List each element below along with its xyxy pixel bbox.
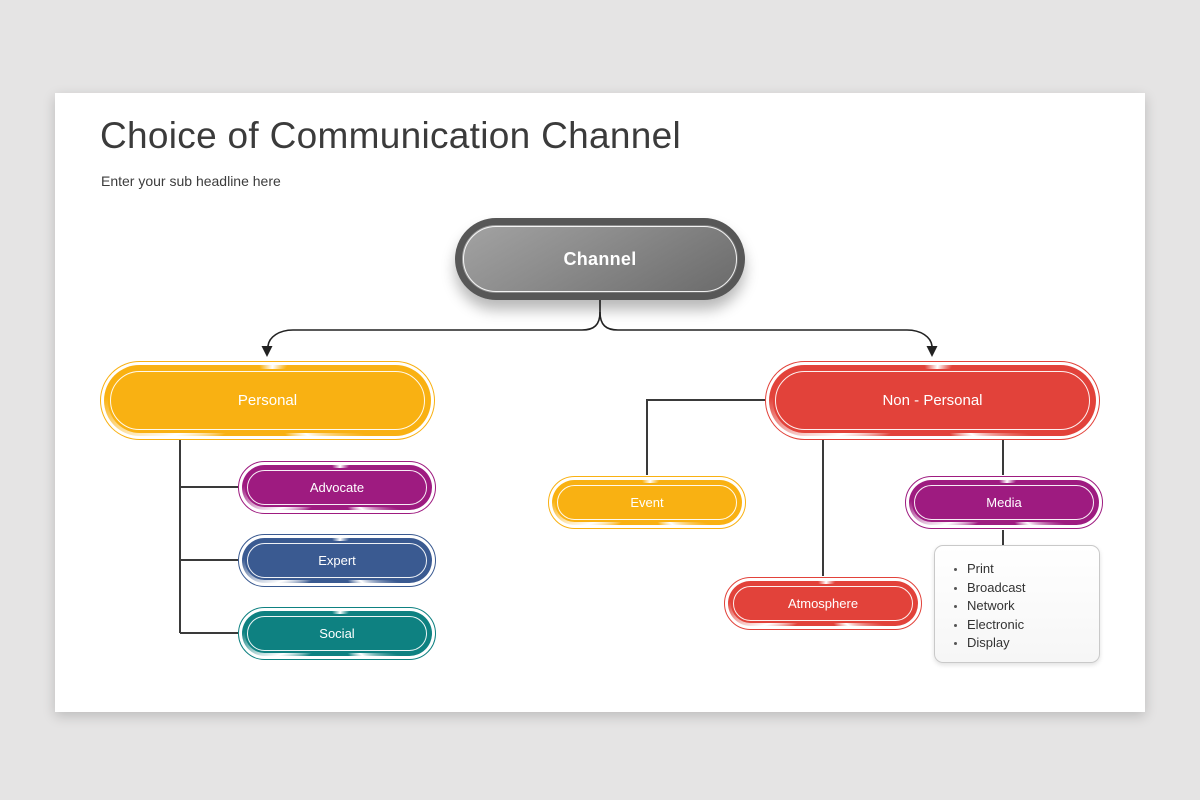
node-social-label: Social — [319, 626, 355, 641]
node-social: Social — [238, 607, 436, 660]
slide-subtitle: Enter your sub headline here — [101, 173, 281, 189]
arrow-to-non-personal — [926, 346, 938, 357]
node-advocate: Advocate — [238, 461, 436, 514]
node-personal-ring: Personal — [104, 365, 431, 436]
node-atmosphere: Atmosphere — [724, 577, 922, 630]
node-event-ring: Event — [551, 479, 743, 526]
slide-title: Choice of Communication Channel — [100, 115, 682, 156]
media-types-list: Print Broadcast Network Electronic Displ… — [934, 545, 1100, 663]
node-expert: Expert — [238, 534, 436, 587]
node-event-label: Event — [630, 495, 664, 510]
node-social-ring: Social — [241, 610, 433, 657]
slide-canvas: Choice of Communication Channel Enter yo… — [55, 93, 1145, 712]
node-event: Event — [548, 476, 746, 529]
list-item: Electronic — [967, 617, 1093, 632]
node-media: Media — [905, 476, 1103, 529]
node-expert-ring: Expert — [241, 537, 433, 584]
node-atmosphere-ring: Atmosphere — [727, 580, 919, 627]
list-item: Broadcast — [967, 580, 1093, 595]
list-item: Display — [967, 635, 1093, 650]
node-media-label: Media — [986, 495, 1022, 510]
arrow-to-personal — [261, 346, 273, 357]
node-personal: Personal — [100, 361, 435, 440]
node-atmosphere-label: Atmosphere — [787, 596, 859, 611]
media-types-items: Print Broadcast Network Electronic Displ… — [947, 561, 1093, 650]
connector-channel-split — [266, 298, 934, 349]
node-channel-label: Channel — [563, 248, 637, 269]
node-expert-label: Expert — [318, 553, 356, 568]
node-non-personal-label: Non - Personal — [882, 392, 983, 409]
node-media-ring: Media — [908, 479, 1100, 526]
connector-non-personal-children — [646, 399, 1004, 576]
node-personal-label: Personal — [237, 392, 298, 409]
node-non-personal: Non - Personal — [765, 361, 1100, 440]
list-item: Print — [967, 561, 1093, 576]
connector-personal-children — [179, 438, 238, 634]
node-channel: Channel — [455, 218, 745, 300]
list-item: Network — [967, 598, 1093, 613]
node-advocate-ring: Advocate — [241, 464, 433, 511]
connector-lines — [179, 298, 1004, 634]
node-non-personal-ring: Non - Personal — [769, 365, 1096, 436]
node-advocate-label: Advocate — [309, 480, 365, 495]
